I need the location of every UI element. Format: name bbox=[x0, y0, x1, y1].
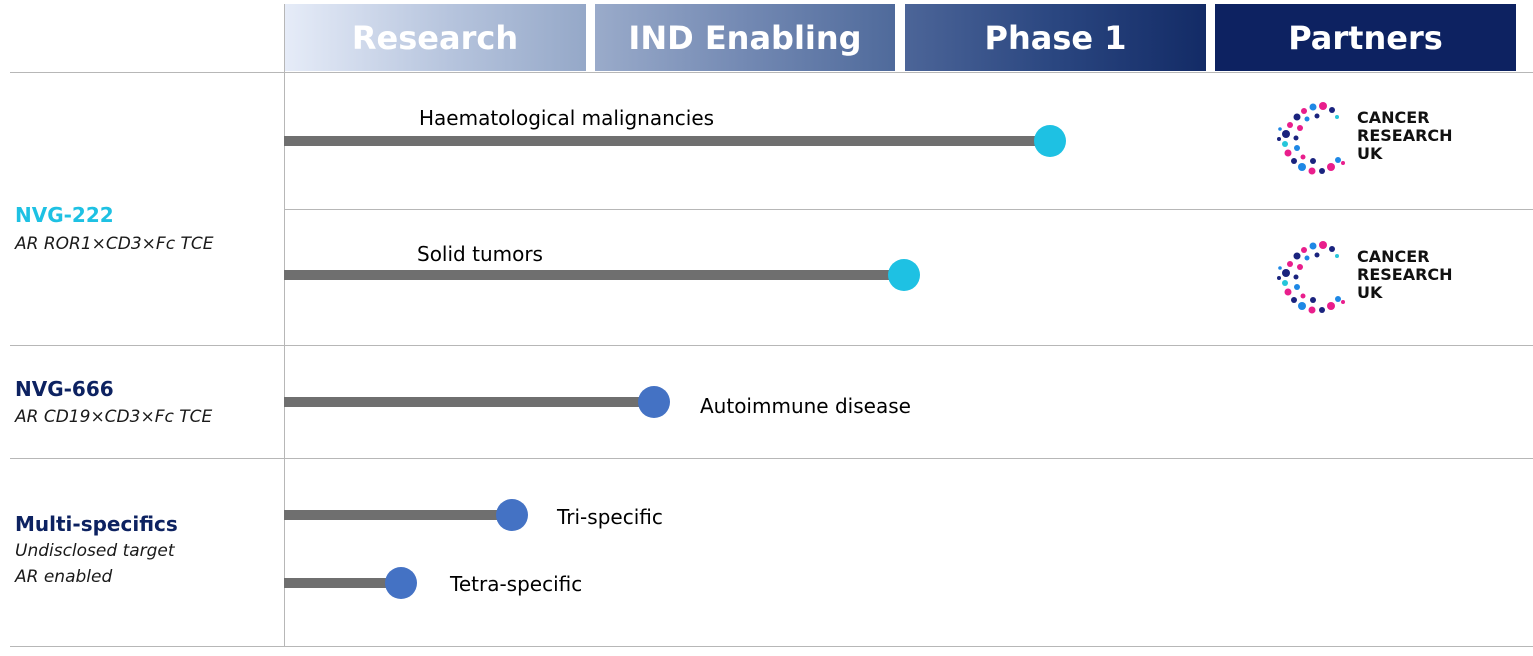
divider-bottom bbox=[10, 646, 1533, 647]
progress-marker-autoimmune bbox=[638, 386, 670, 418]
progress-marker-tri-specific bbox=[496, 499, 528, 531]
partner-logo-text: CANCER RESEARCH UK bbox=[1357, 247, 1453, 302]
cancer-research-uk-logo: CANCER RESEARCH UK bbox=[1277, 101, 1467, 181]
progress-marker-solid-tumors bbox=[888, 259, 920, 291]
indication-label-haematological: Haematological malignancies bbox=[419, 106, 715, 130]
stage-header-research: Research bbox=[284, 4, 586, 71]
divider-vertical bbox=[284, 4, 285, 647]
divider-indication bbox=[284, 209, 1533, 210]
cancer-research-uk-icon bbox=[1277, 241, 1345, 314]
program-subtitle: AR CD19×CD3×Fc TCE bbox=[15, 407, 213, 427]
stage-header-partners: Partners bbox=[1215, 4, 1516, 71]
divider-program-2 bbox=[10, 458, 1533, 459]
indication-label-tri-specific: Tri-specific bbox=[557, 505, 663, 529]
stage-header-ind-enabling: IND Enabling bbox=[595, 4, 895, 71]
program-subtitle: Undisclosed target bbox=[15, 541, 175, 561]
progress-bar-tetra-specific bbox=[284, 578, 401, 588]
cancer-research-uk-logo: CANCER RESEARCH UK bbox=[1277, 240, 1467, 320]
progress-marker-haematological bbox=[1034, 125, 1066, 157]
divider-header bbox=[10, 72, 1533, 73]
progress-marker-tetra-specific bbox=[385, 567, 417, 599]
divider-program-1 bbox=[10, 345, 1533, 346]
program-subtitle: AR enabled bbox=[15, 567, 113, 587]
program-name-multi-specifics: Multi-specifics bbox=[15, 512, 178, 536]
indication-label-autoimmune: Autoimmune disease bbox=[700, 394, 911, 418]
program-name-nvg-222: NVG-222 bbox=[15, 203, 114, 227]
progress-bar-autoimmune bbox=[284, 397, 654, 407]
progress-bar-haematological bbox=[284, 136, 1050, 146]
indication-label-tetra-specific: Tetra-specific bbox=[450, 572, 583, 596]
indication-label-solid-tumors: Solid tumors bbox=[417, 242, 543, 266]
program-subtitle: AR ROR1×CD3×Fc TCE bbox=[15, 234, 214, 254]
cancer-research-uk-icon bbox=[1277, 102, 1345, 175]
progress-bar-tri-specific bbox=[284, 510, 512, 520]
program-name-nvg-666: NVG-666 bbox=[15, 377, 114, 401]
stage-header-phase-1: Phase 1 bbox=[905, 4, 1206, 71]
partner-logo-text: CANCER RESEARCH UK bbox=[1357, 108, 1453, 163]
progress-bar-solid-tumors bbox=[284, 270, 904, 280]
